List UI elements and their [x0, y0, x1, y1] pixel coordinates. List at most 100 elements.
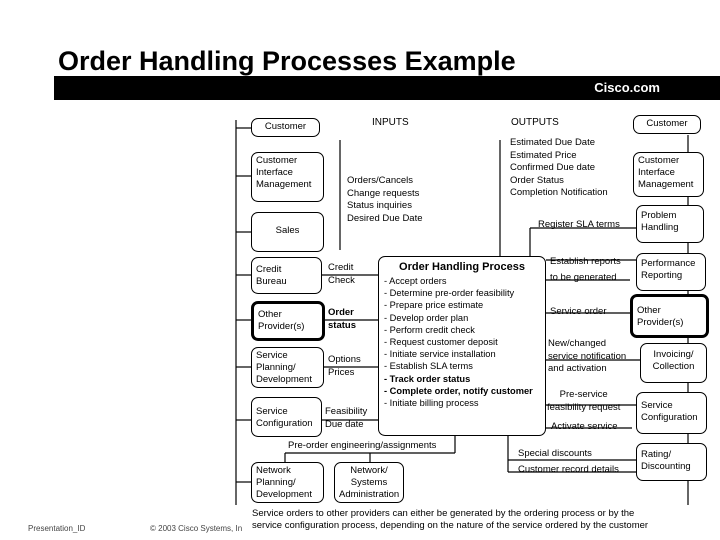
- footer-presentation-id: Presentation_ID: [28, 524, 86, 533]
- network-systems-admin-box: Network/ Systems Administration: [334, 462, 404, 503]
- box-label: Reporting: [641, 270, 683, 281]
- pre-order-engineering-label: Pre-order engineering/assignments: [288, 440, 437, 451]
- box-label: Service: [256, 350, 288, 361]
- box-label: Provider(s): [637, 317, 684, 328]
- left-service-configuration-box: Service Configuration: [251, 397, 322, 437]
- flow-label-line: feasibility request: [547, 401, 621, 413]
- left-other-providers-box: Other Provider(s): [251, 301, 325, 341]
- order-status-label: Order status: [328, 307, 356, 332]
- box-label: Performance: [641, 258, 696, 269]
- flow-label-line: Due date: [325, 418, 364, 430]
- new-changed-service-label: New/changed service notification and act…: [548, 338, 626, 376]
- box-label: Service: [256, 406, 288, 417]
- box-label: Rating/: [641, 449, 672, 460]
- box-label: Customer: [264, 121, 307, 132]
- box-label: Customer: [638, 155, 680, 166]
- box-label: Interface: [638, 167, 675, 178]
- outputs-list: Estimated Due Date Estimated Price Confi…: [510, 137, 608, 200]
- bottom-note: Service orders to other providers can ei…: [252, 508, 648, 532]
- flow-label-line: Prices: [328, 366, 355, 378]
- ohp-task-item: - Establish SLA terms: [384, 361, 473, 372]
- problem-handling-box: Problem Handling: [636, 205, 704, 243]
- output-item: Completion Notification: [510, 187, 608, 198]
- flow-label-line: Establish reports: [550, 256, 621, 267]
- box-label: Credit: [256, 264, 282, 275]
- ohp-task-item: - Initiate billing process: [384, 398, 479, 409]
- register-sla-terms-label: Register SLA terms: [538, 219, 620, 230]
- right-customer-interface-management-box: Customer Interface Management: [633, 152, 704, 197]
- box-label: Management: [638, 179, 694, 190]
- right-other-providers-box: Other Provider(s): [630, 294, 709, 338]
- box-label: Discounting: [641, 461, 691, 472]
- input-item: Status inquiries: [347, 200, 412, 211]
- box-label: Interface: [256, 167, 293, 178]
- footer-copyright: © 2003 Cisco Systems, In: [150, 524, 243, 533]
- activate-service-label: Activate service: [551, 421, 618, 432]
- ohp-task-item: - Perform credit check: [384, 324, 475, 335]
- flow-label-line: status: [328, 319, 356, 331]
- flow-label-line: New/changed: [548, 338, 607, 349]
- box-label: Bureau: [256, 276, 287, 287]
- box-label: Configuration: [641, 412, 698, 423]
- inputs-list: Orders/Cancels Change requests Status in…: [347, 175, 423, 225]
- box-label: Development: [256, 374, 312, 385]
- flow-label-line: Check: [328, 274, 355, 286]
- flow-label-line: Options: [328, 354, 361, 365]
- flow-label-line: service notification: [548, 350, 627, 362]
- box-label: Other: [258, 309, 282, 320]
- ohp-task-list: - Accept orders - Determine pre-order fea…: [384, 275, 540, 409]
- note-line: Service orders to other providers can ei…: [252, 508, 635, 519]
- ohp-task-item: - Track order status: [384, 373, 471, 384]
- box-label: Handling: [641, 222, 679, 233]
- input-item: Orders/Cancels: [347, 175, 413, 186]
- ohp-task-item: - Accept orders: [384, 276, 447, 286]
- box-label: Problem: [641, 210, 677, 221]
- box-label: Administration: [339, 489, 400, 500]
- order-handling-process-box: Order Handling Process - Accept orders- …: [378, 256, 546, 436]
- box-label: Other: [637, 305, 661, 316]
- sales-box: Sales: [251, 212, 324, 252]
- box-label: Invoicing/: [653, 349, 694, 360]
- box-label: Planning/: [256, 477, 296, 488]
- box-label: Development: [256, 489, 312, 500]
- output-item: Estimated Price: [510, 149, 577, 161]
- feasibility-due-date-label: Feasibility Due date: [325, 406, 367, 431]
- credit-check-label: Credit Check: [328, 262, 355, 287]
- options-prices-label: Options Prices: [328, 354, 361, 379]
- output-item: Confirmed Due date: [510, 162, 596, 173]
- ohp-task-item: - Develop order plan: [384, 312, 469, 323]
- input-item: Change requests: [347, 187, 420, 199]
- outputs-header: OUTPUTS: [511, 117, 559, 128]
- inputs-header: INPUTS: [372, 117, 409, 128]
- ohp-task-item: - Complete order, notify customer: [384, 385, 533, 396]
- box-label: Provider(s): [258, 321, 305, 332]
- network-planning-box: Network Planning/ Development: [251, 462, 324, 503]
- note-line: service configuration process, depending…: [252, 520, 649, 531]
- box-label: Customer: [256, 155, 298, 166]
- left-customer-box: Customer: [251, 118, 320, 137]
- flow-label-line: Order: [328, 307, 354, 318]
- flow-label-line: Feasibility: [325, 406, 368, 417]
- flow-label-line: to be generated: [550, 272, 617, 283]
- ohp-task-item: - Request customer deposit: [384, 337, 498, 348]
- flow-label-line: and activation: [548, 363, 607, 374]
- invoicing-collection-box: Invoicing/ Collection: [640, 343, 707, 383]
- box-label: Collection: [652, 361, 695, 372]
- box-label: Management: [256, 179, 312, 190]
- service-planning-box: Service Planning/ Development: [251, 347, 324, 388]
- box-label: Planning/: [256, 362, 296, 373]
- slide-title: Order Handling Processes Example: [58, 46, 516, 76]
- ohp-task-item: - Initiate service installation: [384, 349, 496, 360]
- right-service-configuration-box: Service Configuration: [636, 392, 707, 434]
- box-label: Service: [641, 400, 673, 411]
- customer-record-details-label: Customer record details: [518, 464, 619, 475]
- credit-bureau-box: Credit Bureau: [251, 257, 322, 294]
- box-label: Customer: [646, 118, 688, 129]
- ohp-task-item: - Determine pre-order feasibility: [384, 288, 515, 299]
- ohp-task-item: - Prepare price estimate: [384, 300, 484, 311]
- header-bar: [54, 76, 720, 100]
- ohp-title: Order Handling Process: [399, 261, 525, 273]
- brand-logo-text: Cisco.com: [594, 80, 660, 95]
- performance-reporting-box: Performance Reporting: [636, 253, 706, 291]
- box-label: Network/: [350, 465, 388, 476]
